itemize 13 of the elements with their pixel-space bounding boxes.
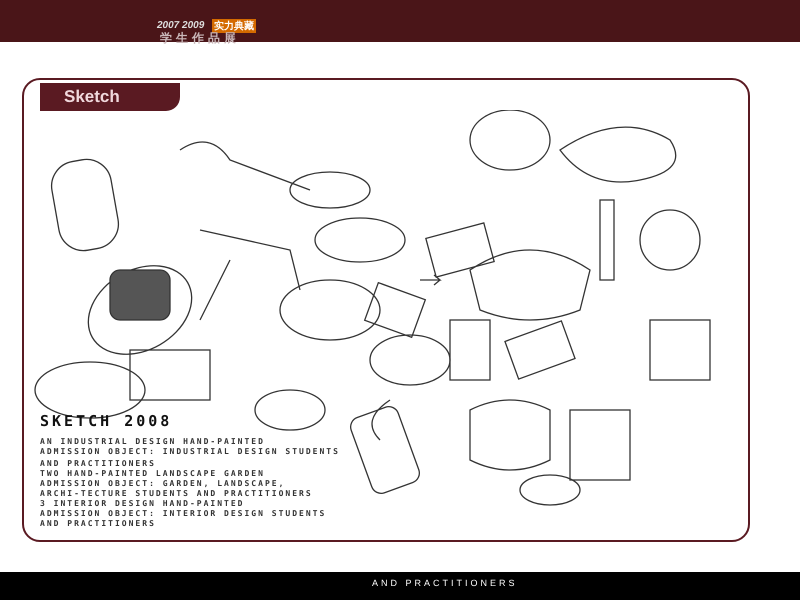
sketch-heading: SKETCH 2008 [40, 412, 172, 430]
body-text: AND PRACTITIONERS [40, 459, 156, 469]
header-year-text: 2007 2009 [157, 20, 204, 31]
body-text: AN INDUSTRIAL DESIGN HAND-PAINTED [40, 437, 265, 447]
header-tagline: 实力典藏 [212, 19, 256, 33]
body-text: ADMISSION OBJECT: GARDEN, LANDSCAPE, ARCHI-TECTURE STUDENTS AND PRACTITIONERS [40, 479, 314, 499]
body-text: 3 INTERIOR DESIGN HAND-PAINTED [40, 499, 244, 509]
body-text: ADMISSION OBJECT: INTERIOR DESIGN STUDENTS AND PRACTITIONERS [40, 509, 328, 529]
sketch-tab: Sketch [40, 83, 180, 111]
body-text: ADMISSION OBJECT: INDUSTRIAL DESIGN STUDENTS [40, 447, 340, 457]
body-text: TWO HAND-PAINTED LANDSCAPE GARDEN [40, 469, 265, 479]
footer-text: AND PRACTITIONERS [372, 578, 518, 588]
header-title: 学生作品展 [160, 31, 240, 47]
